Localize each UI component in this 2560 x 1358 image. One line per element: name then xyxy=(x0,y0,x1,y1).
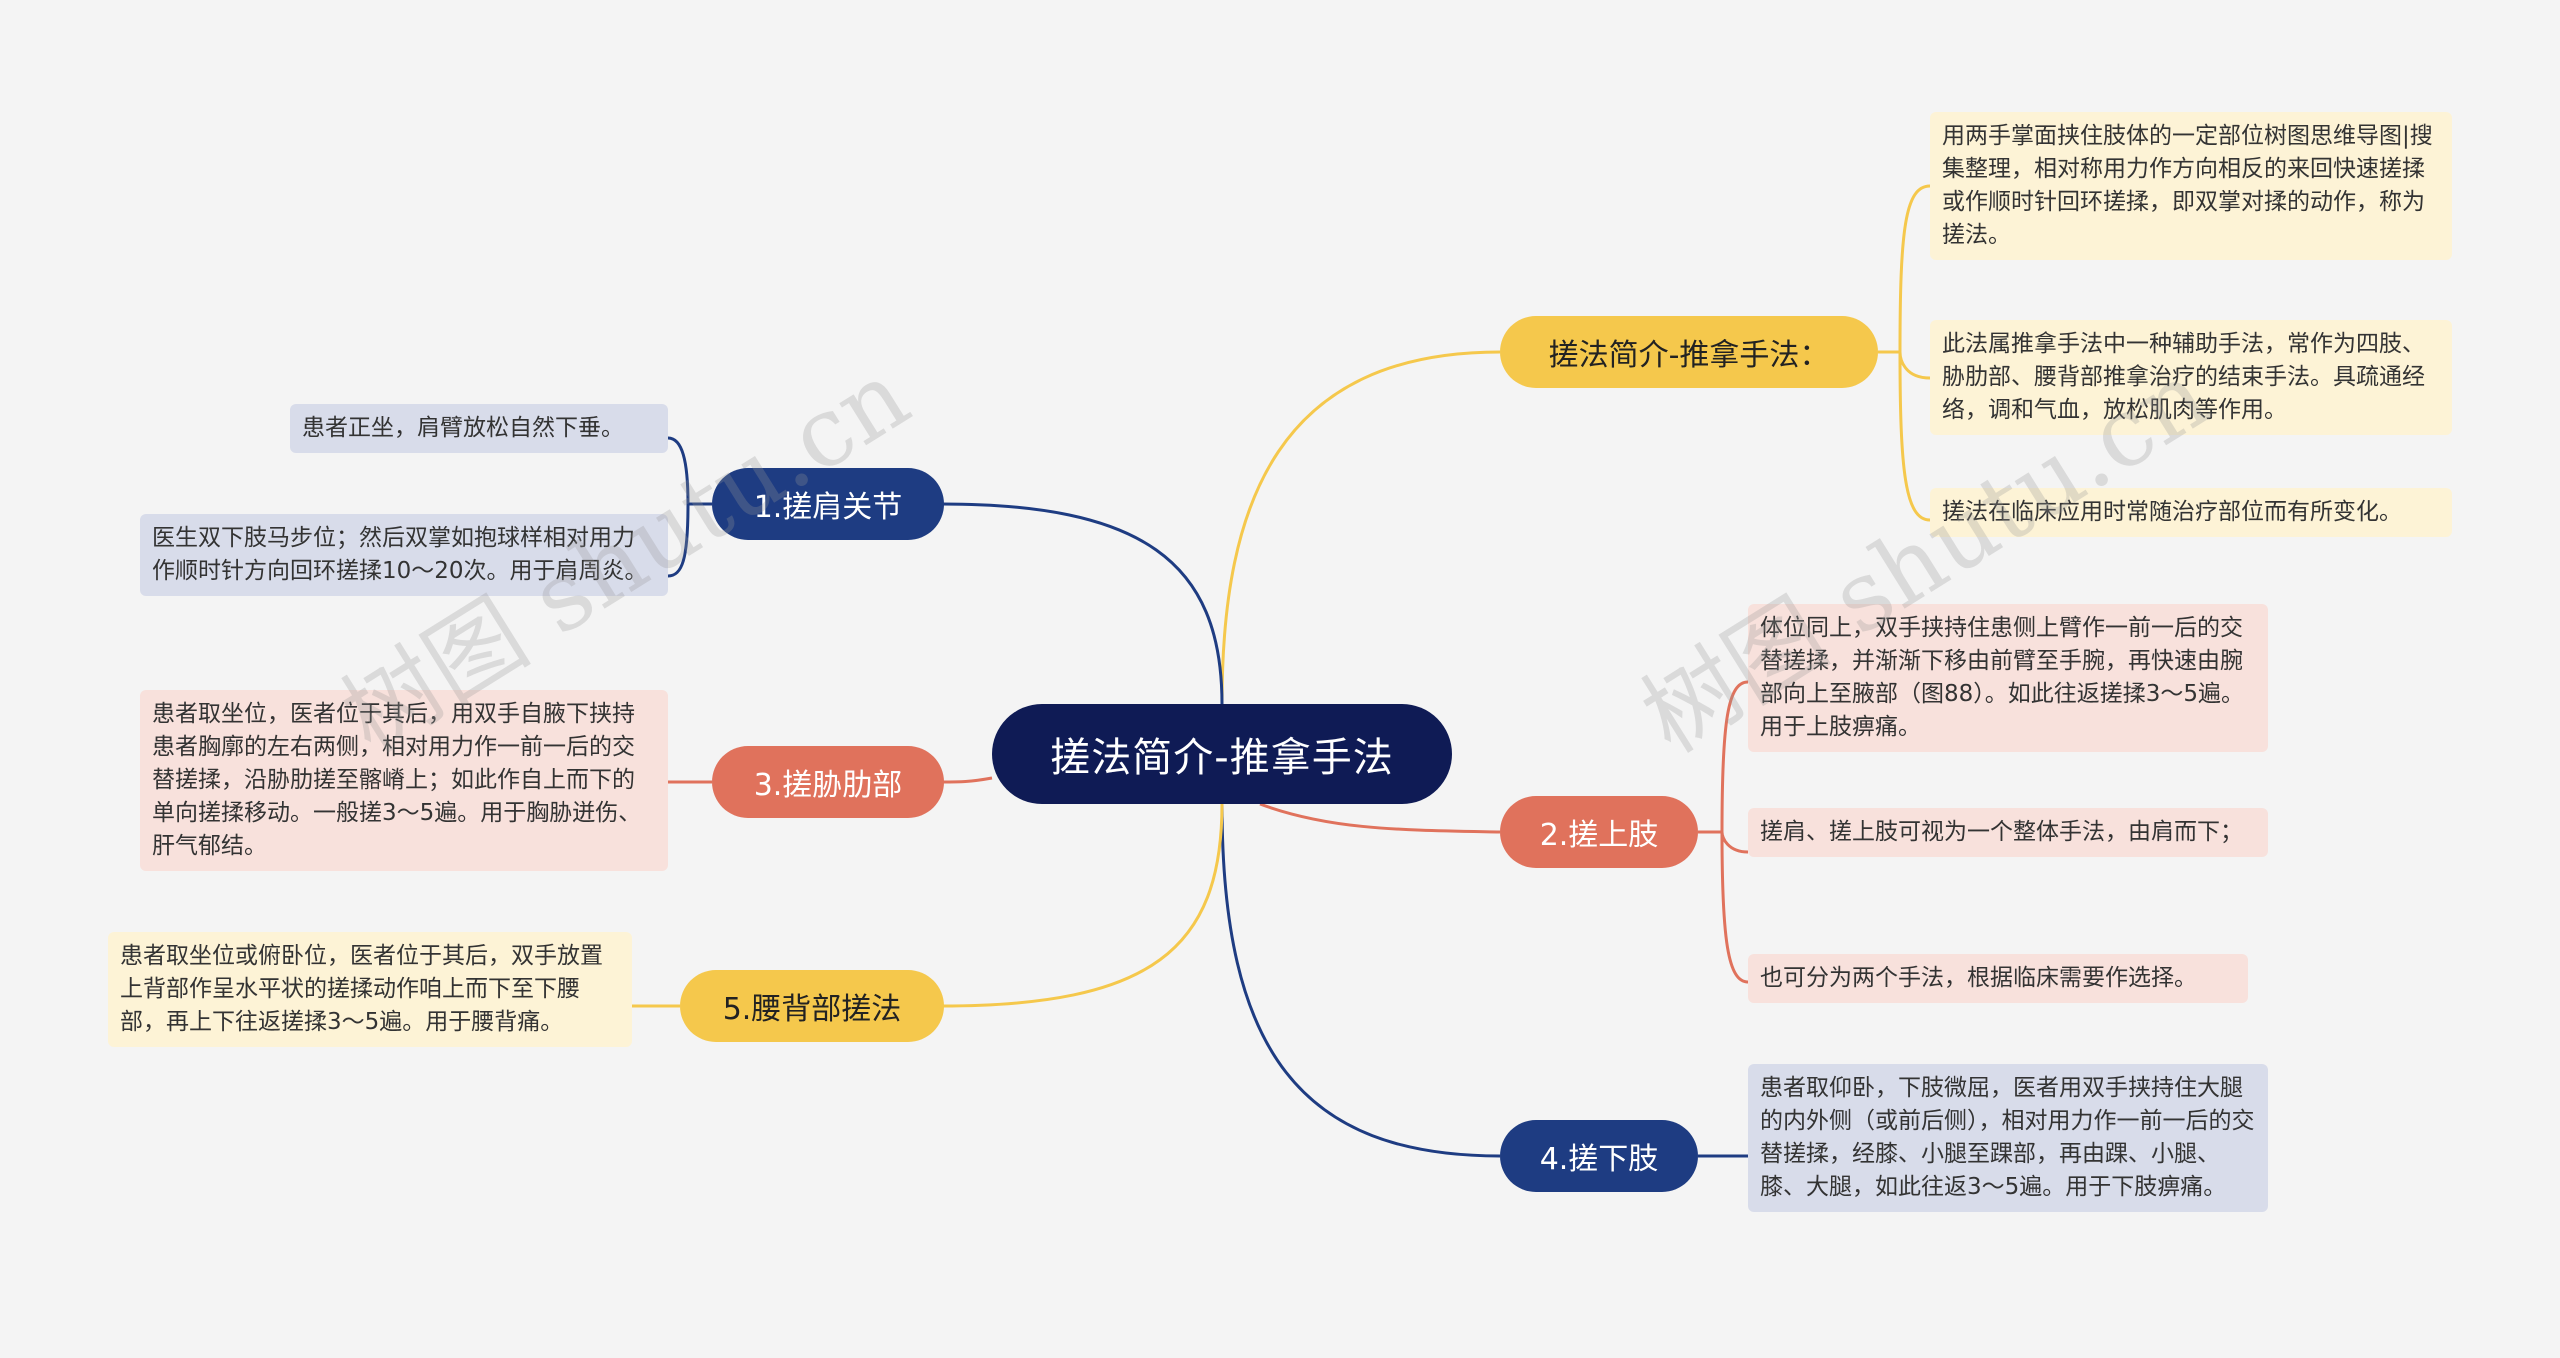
leaf-shoulder-position: 患者正坐，肩臂放松自然下垂。 xyxy=(290,404,668,453)
leaf-shoulder-method: 医生双下肢马步位；然后双掌如抱球样相对用力作顺时针方向回环搓揉10～20次。用于… xyxy=(140,514,668,596)
topic-shoulder[interactable]: 1.搓肩关节 xyxy=(712,468,944,540)
link-shoulder-leaves xyxy=(667,436,712,578)
link-center-ribs xyxy=(941,776,993,784)
topic-back[interactable]: 5.腰背部搓法 xyxy=(680,970,944,1042)
leaf-upper-method: 体位同上，双手挟持住患侧上臂作一前一后的交替搓揉，并渐渐下移由前臂至手腕，再快速… xyxy=(1748,604,2268,752)
link-upper-leaves xyxy=(1698,680,1749,984)
link-center-lower xyxy=(1220,803,1501,1158)
link-center-upper xyxy=(1259,802,1501,834)
leaf-intro-definition: 用两手掌面挟住肢体的一定部位树图思维导图|搜集整理，相对称用力作方向相反的来回快… xyxy=(1930,112,2452,260)
link-center-intro xyxy=(1220,350,1501,705)
leaf-intro-function: 此法属推拿手法中一种辅助手法，常作为四肢、胁肋部、腰背部推拿治疗的结束手法。具疏… xyxy=(1930,320,2452,435)
topic-upper-limb[interactable]: 2.搓上肢 xyxy=(1500,796,1698,868)
leaf-upper-separate: 也可分为两个手法，根据临床需要作选择。 xyxy=(1748,954,2248,1003)
link-intro-leaves xyxy=(1878,184,1931,522)
leaf-upper-combined: 搓肩、搓上肢可视为一个整体手法，由肩而下； xyxy=(1748,808,2268,857)
topic-ribs[interactable]: 3.搓胁肋部 xyxy=(712,746,944,818)
leaf-intro-variation: 搓法在临床应用时常随治疗部位而有所变化。 xyxy=(1930,488,2452,537)
central-topic[interactable]: 搓法简介-推拿手法 xyxy=(992,704,1452,804)
leaf-lower-method: 患者取仰卧，下肢微屈，医者用双手挟持住大腿的内外侧（或前后侧），相对用力作一前一… xyxy=(1748,1064,2268,1212)
topic-lower-limb[interactable]: 4.搓下肢 xyxy=(1500,1120,1698,1192)
link-center-back xyxy=(941,803,1224,1008)
topic-intro[interactable]: 搓法简介-推拿手法： xyxy=(1500,316,1878,388)
leaf-back-method: 患者取坐位或俯卧位，医者位于其后，双手放置上背部作呈水平状的搓揉动作咱上而下至下… xyxy=(108,932,632,1047)
leaf-ribs-method: 患者取坐位，医者位于其后，用双手自腋下挟持患者胸廓的左右两侧，相对用力作一前一后… xyxy=(140,690,668,871)
link-center-shoulder xyxy=(941,502,1224,705)
